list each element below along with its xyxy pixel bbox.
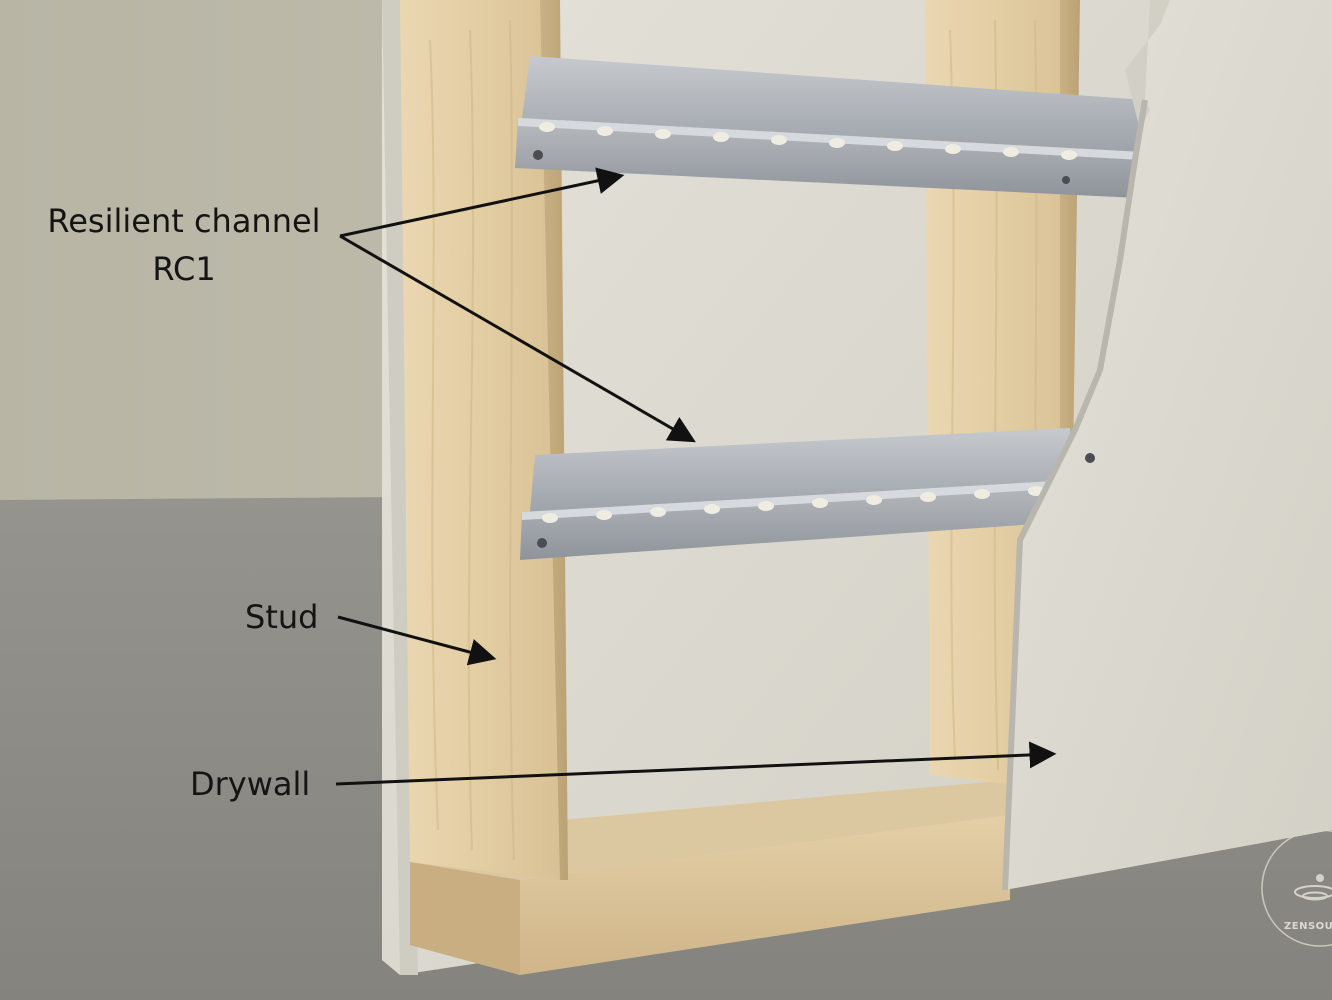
resilient-channel-label-line1: Resilient channel [47, 202, 321, 240]
resilient-channel-lower [520, 428, 1072, 560]
arrow-rc-upper [339, 167, 625, 238]
stud-left [400, 0, 568, 880]
resilient-channel-label-line2: RC1 [152, 250, 216, 288]
watermark-text: ZENSOUND [1284, 921, 1332, 932]
arrow-stud [337, 615, 497, 666]
arrow-drywall [335, 741, 1057, 786]
zensound-logo-icon [1261, 829, 1332, 947]
bottom-plate-front [410, 815, 1010, 975]
stud-label: Stud [245, 598, 319, 636]
resilient-channel-upper [515, 56, 1145, 198]
bottom-plate-side [410, 862, 520, 975]
front-drywall-sheet [1002, 0, 1332, 891]
annotation-arrows [335, 167, 1057, 786]
resilient-channel-label: Resilient channel RC1 [44, 197, 324, 293]
arrow-rc-lower [339, 234, 696, 443]
drywall-label: Drywall [190, 765, 311, 803]
